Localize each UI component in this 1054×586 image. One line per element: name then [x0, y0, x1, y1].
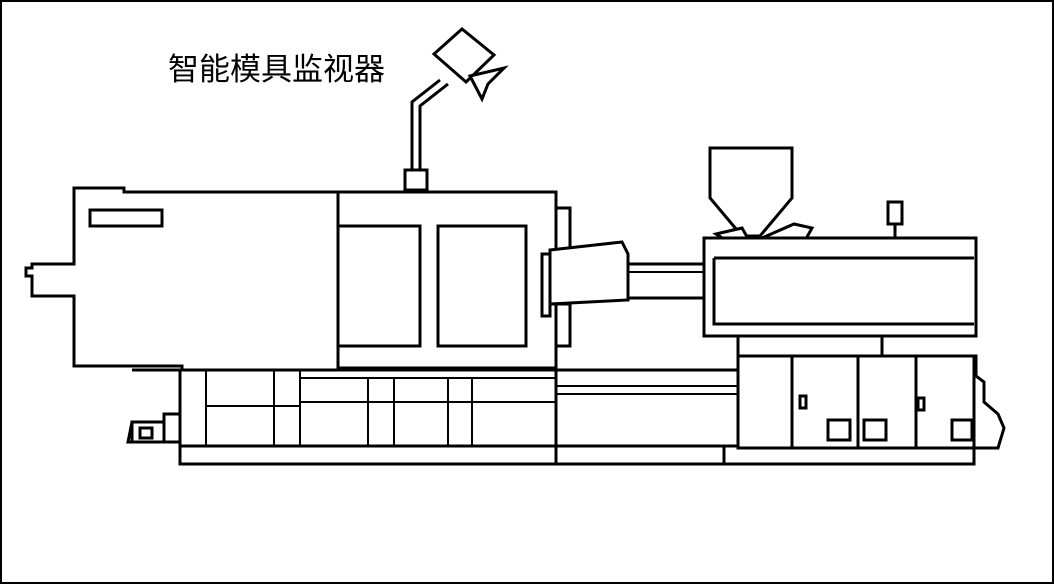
monitor-camera-head [431, 27, 497, 85]
injection-barrel [548, 240, 706, 306]
machine-base [126, 334, 1006, 466]
cabinet-vent-2 [862, 418, 888, 442]
door-handle-1 [798, 394, 808, 410]
clamping-unit [24, 186, 572, 372]
hopper [708, 146, 815, 250]
cabinet-vent-1 [826, 418, 852, 442]
guard-window-right [436, 224, 528, 348]
monitor-mount-base [403, 168, 429, 192]
smart-mold-monitor-label: 智能模具监视器 [168, 52, 385, 88]
hopper-body [708, 146, 794, 238]
electrical-cabinet [736, 354, 976, 450]
clamp-rear-housing [24, 186, 340, 372]
base-middle-frame [554, 368, 740, 448]
clamp-nameplate [88, 208, 164, 228]
nozzle-carriage [548, 240, 630, 306]
barrel [626, 262, 706, 300]
injection-unit [702, 200, 978, 338]
injection-housing [702, 236, 978, 338]
smart-mold-monitor-camera [403, 27, 509, 192]
monitor-camera-lens [467, 65, 509, 103]
cabinet-vent-3 [950, 418, 974, 442]
door-handle-2 [916, 396, 926, 412]
heater-terminal [886, 200, 904, 226]
guard-window-left [336, 224, 422, 348]
base-foot-left-inner [138, 426, 154, 440]
